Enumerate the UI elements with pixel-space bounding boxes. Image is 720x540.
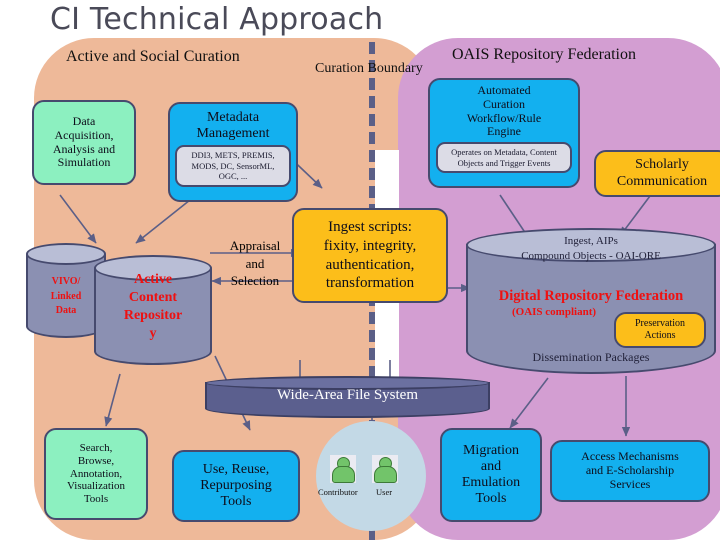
box-scholarly-communication-label: Scholarly Communication — [616, 157, 708, 189]
cylinder-vivo-linked-data[interactable]: VIVO/ Linked Data — [26, 243, 106, 338]
box-search-tools-label: Search, Browse, Annotation, Visualizatio… — [67, 442, 125, 505]
box-data-acquisition[interactable]: Data Acquisition, Analysis and Simulatio… — [32, 100, 136, 185]
wafs-top — [205, 376, 490, 390]
zone-right-label: OAIS Repository Federation — [452, 46, 636, 63]
actor-label-contributor: Contributor — [318, 487, 358, 497]
cylinder-vivo-label: VIVO/ Linked Data — [50, 276, 82, 316]
appraisal-line-1: Appraisal — [229, 238, 281, 253]
box-preservation-actions-label: Preservation Actions — [635, 318, 685, 341]
actor-label-user: User — [376, 487, 393, 497]
cylinder-top — [94, 255, 212, 281]
drf-bottom-label: Dissemination Packages — [532, 350, 650, 364]
person-icon-user — [372, 455, 398, 483]
person-body — [332, 466, 355, 483]
cylinder-top — [26, 243, 106, 265]
person-icon-contributor — [330, 455, 356, 483]
box-automated-curation-label: Automated Curation Workflow/Rule Engine — [466, 83, 542, 139]
appraisal-line-2: and — [245, 255, 265, 271]
box-access-mechanisms-label: Access Mechanisms and E-Scholarship Serv… — [581, 449, 679, 491]
drf-title: Digital Repository Federation — [498, 288, 684, 304]
box-preservation-actions[interactable]: Preservation Actions — [614, 312, 706, 348]
box-metadata-management-label: Metadata Management — [196, 110, 270, 142]
page-title: CI Technical Approach — [50, 2, 384, 37]
cylinder-digital-repository-federation[interactable]: Ingest, AIPs Compound Objects - OAI-ORE … — [466, 228, 716, 374]
box-scholarly-communication[interactable]: Scholarly Communication — [594, 150, 720, 197]
actors-circle: Contributor User — [316, 421, 426, 531]
curation-boundary-label: Curation Boundary — [315, 61, 423, 76]
automated-curation-note: Operates on Metadata, Content Objects an… — [435, 142, 573, 174]
metadata-standards-note: DDI3, METS, PREMIS, MODS, DC, SensorML, … — [175, 145, 291, 188]
box-migration-tools[interactable]: Migration and Emulation Tools — [440, 428, 542, 522]
cylinder-body — [94, 268, 212, 365]
box-use-reuse-tools[interactable]: Use, Reuse, Repurposing Tools — [172, 450, 300, 522]
box-use-reuse-tools-label: Use, Reuse, Repurposing Tools — [200, 461, 272, 510]
person-body — [374, 466, 397, 483]
drf-top-label: Ingest, AIPs Compound Objects - OAI-ORE — [521, 235, 661, 262]
box-data-acquisition-label: Data Acquisition, Analysis and Simulatio… — [52, 113, 116, 170]
box-migration-tools-label: Migration and Emulation Tools — [461, 442, 521, 507]
cylinder-active-content-repository[interactable]: Active Content Repositor y — [94, 255, 212, 365]
box-search-tools[interactable]: Search, Browse, Annotation, Visualizatio… — [44, 428, 148, 520]
box-access-mechanisms[interactable]: Access Mechanisms and E-Scholarship Serv… — [550, 440, 710, 502]
appraisal-line-3: Selection — [230, 273, 280, 289]
box-ingest-scripts[interactable]: Ingest scripts: fixity, integrity, authe… — [292, 208, 448, 303]
connector-appraisal-selection: Appraisal and Selection — [212, 237, 298, 290]
drf-subtitle: (OAIS compliant) — [511, 306, 597, 318]
box-automated-curation[interactable]: Automated Curation Workflow/Rule Engine … — [428, 78, 580, 188]
box-metadata-management[interactable]: Metadata Management DDI3, METS, PREMIS, … — [168, 102, 298, 202]
cylinder-body — [466, 244, 716, 374]
wafs-label: Wide-Area File System — [276, 387, 419, 403]
box-ingest-scripts-label: Ingest scripts: fixity, integrity, authe… — [323, 219, 417, 292]
cylinder-body — [26, 254, 106, 338]
zone-left-label: Active and Social Curation — [66, 48, 240, 65]
cylinder-active-content-repository-label: Active Content Repositor y — [123, 272, 183, 341]
cylinder-wide-area-file-system[interactable]: Wide-Area File System — [205, 376, 490, 418]
cylinder-top — [466, 228, 716, 262]
